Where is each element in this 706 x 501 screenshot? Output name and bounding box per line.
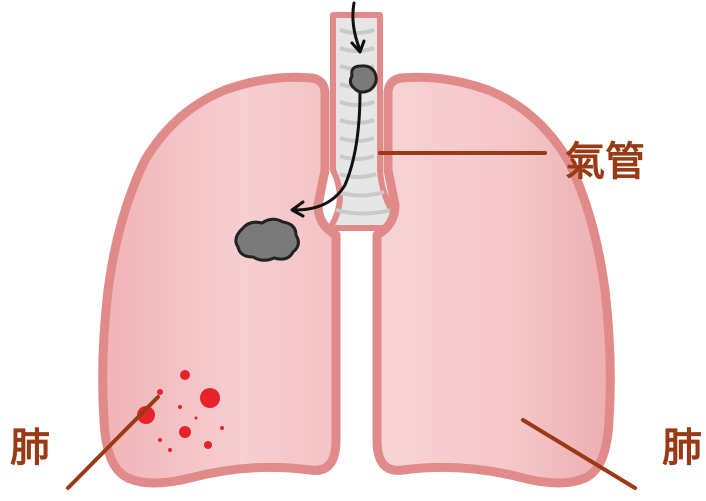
left-lung	[103, 77, 336, 483]
particle-large	[236, 219, 299, 260]
lung-right-label: 肺	[662, 428, 702, 468]
particle-small	[350, 66, 376, 92]
lung-left-label: 肺	[10, 428, 50, 468]
trachea-label: 氣管	[565, 142, 645, 182]
